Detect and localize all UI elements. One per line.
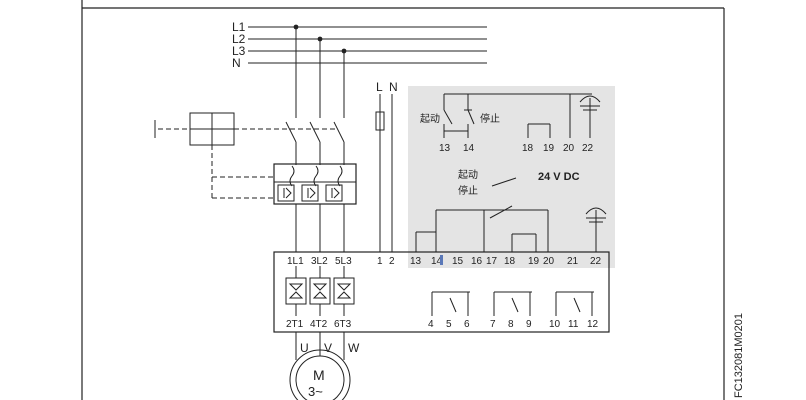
rail-label-n: N [232, 56, 241, 70]
overload-relay [273, 163, 357, 252]
panel-term-20: 20 [563, 143, 575, 154]
relay-term-4: 4 [428, 319, 434, 330]
panel-term-14: 14 [463, 143, 475, 154]
relay-outputs [431, 291, 594, 316]
relay-term-8: 8 [508, 319, 514, 330]
term-6t3: 6T3 [334, 319, 352, 330]
lower-control-circuit [415, 177, 607, 252]
power-conductors [285, 27, 345, 165]
rail-label-l2: L2 [232, 32, 246, 46]
voltage-label: 24 V DC [538, 171, 580, 183]
rail-label-l3: L3 [232, 44, 246, 58]
relay-term-5: 5 [446, 319, 452, 330]
motor-phase-u: U [300, 341, 309, 355]
panel-term-18: 18 [522, 143, 534, 154]
term-io-19: 19 [528, 256, 540, 267]
motor-label: M [313, 367, 325, 383]
term-5l3: 5L3 [335, 256, 352, 267]
relay-term-9: 9 [526, 319, 532, 330]
term-4t2: 4T2 [310, 319, 328, 330]
term-ctrl-1: 1 [377, 256, 383, 267]
relay-term-12: 12 [587, 319, 599, 330]
motor-phase-v: V [324, 341, 332, 355]
switch-stop-label: 停止 [458, 184, 478, 197]
panel-term-19: 19 [543, 143, 555, 154]
motor-phase-w: W [348, 341, 360, 355]
main-switch-handle [154, 112, 336, 199]
motor-leads [289, 332, 351, 400]
term-ctrl-2: 2 [389, 256, 395, 267]
term-io-20: 20 [543, 256, 555, 267]
term-io-17: 17 [486, 256, 498, 267]
thyristor-stacks [285, 266, 355, 316]
switch-start-label: 起动 [458, 169, 478, 181]
term-1l1: 1L1 [287, 256, 304, 267]
term-io-21: 21 [567, 256, 579, 267]
upper-control-circuit [443, 93, 601, 138]
term-io-13: 13 [410, 256, 422, 267]
control-supply-label-n: N [389, 80, 398, 94]
term-2t1: 2T1 [286, 319, 304, 330]
panel-term-22: 22 [582, 143, 594, 154]
relay-term-6: 6 [464, 319, 470, 330]
supply-rails [248, 24, 487, 64]
drawing-id: FC132081M0201 [733, 313, 745, 398]
stop-button-label: 停止 [480, 112, 500, 125]
drawing-frame [81, 0, 725, 400]
term-14-marker [440, 255, 443, 265]
relay-term-7: 7 [490, 319, 496, 330]
control-supply-label-l: L [376, 80, 383, 94]
control-supply [375, 94, 393, 252]
soft-starter-body [273, 251, 610, 333]
relay-term-10: 10 [549, 319, 561, 330]
term-io-22: 22 [590, 256, 602, 267]
panel-term-13: 13 [439, 143, 451, 154]
motor-type: 3~ [308, 384, 323, 399]
start-button-label: 起动 [420, 113, 440, 125]
term-io-15: 15 [452, 256, 464, 267]
term-io-14: 14 [431, 256, 443, 267]
term-io-16: 16 [471, 256, 483, 267]
term-3l2: 3L2 [311, 256, 328, 267]
term-io-18: 18 [504, 256, 516, 267]
relay-term-11: 11 [568, 319, 579, 330]
rail-label-l1: L1 [232, 20, 246, 34]
